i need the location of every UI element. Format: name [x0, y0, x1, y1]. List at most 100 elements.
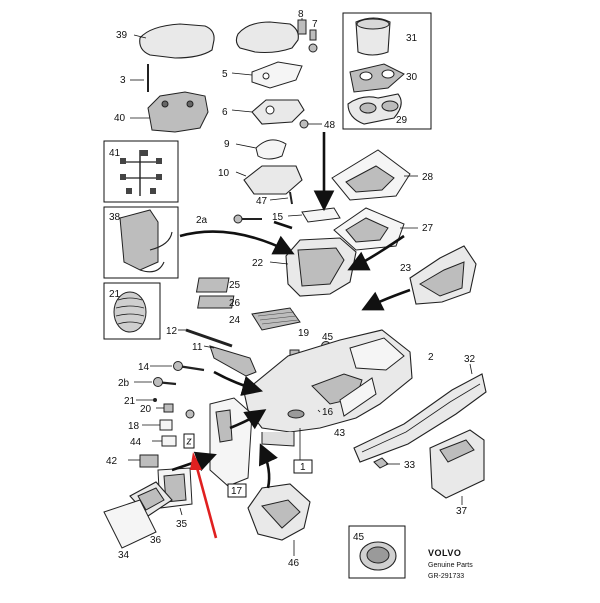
- pin-3: [130, 64, 149, 92]
- label-22: 22: [252, 258, 264, 269]
- label-27: 27: [422, 223, 434, 234]
- label-8: 8: [298, 9, 304, 20]
- label-17: 17: [231, 486, 243, 497]
- label-9: 9: [224, 139, 230, 150]
- label-47: 47: [256, 196, 268, 207]
- label-41: 41: [109, 148, 121, 159]
- trim-28: [331, 149, 418, 201]
- holder-46: [247, 483, 311, 556]
- label-31: 31: [406, 33, 418, 44]
- label-15: 15: [272, 212, 284, 223]
- screw-2b: [134, 377, 177, 387]
- detail-box-21: [103, 282, 161, 340]
- clip-7: [308, 29, 318, 53]
- plate-5: [231, 61, 303, 89]
- detail-box-45: [348, 525, 406, 579]
- label-12: 12: [166, 326, 178, 337]
- brand-footer: VOLVO Genuine Parts GR-291733: [428, 548, 473, 580]
- clip-44: [152, 435, 177, 447]
- label-36: 36: [150, 535, 162, 546]
- label-35: 35: [176, 519, 188, 530]
- bracket-6: [231, 99, 305, 125]
- label-21-box: 21: [109, 289, 121, 300]
- detail-box-cupholder: [342, 12, 432, 130]
- detail-box-41: [103, 140, 179, 203]
- label-33: 33: [404, 460, 416, 471]
- label-48: 48: [324, 120, 336, 131]
- label-2a: 2a: [196, 215, 208, 226]
- label-44: 44: [130, 437, 142, 448]
- brand-subtitle: Genuine Parts: [428, 562, 473, 569]
- trim-27: [333, 207, 418, 251]
- rod-12: [178, 328, 233, 348]
- label-2b: 2b: [118, 378, 130, 389]
- label-2: 2: [428, 352, 434, 363]
- bearing-9: [235, 139, 287, 160]
- part-labels: 39 3 40 8 7 5 6 48 9 10 47 41 38 21 2a 1…: [106, 9, 476, 569]
- lid-top: [235, 21, 299, 54]
- label-32: 32: [464, 354, 476, 365]
- label-23: 23: [400, 263, 412, 274]
- mat-24: [251, 307, 301, 331]
- hinge-mechanism-40: [130, 91, 209, 133]
- label-34: 34: [118, 550, 130, 561]
- bolt-47: [269, 191, 293, 205]
- label-39: 39: [116, 30, 128, 41]
- label-11: 11: [192, 342, 203, 353]
- tray-22: [269, 237, 357, 297]
- armrest-lid-39: [133, 23, 215, 59]
- label-45-box: 45: [353, 532, 365, 543]
- label-25: 25: [229, 280, 241, 291]
- label-7: 7: [312, 19, 318, 30]
- mat-26: [197, 295, 235, 309]
- cover-34: [103, 499, 157, 549]
- label-45-main: 45: [322, 332, 334, 343]
- label-14: 14: [138, 362, 150, 373]
- label-28: 28: [422, 172, 434, 183]
- pad-15: [287, 207, 341, 223]
- grommet-45b: [185, 409, 195, 419]
- screw-14: [150, 361, 205, 372]
- label-46: 46: [288, 558, 300, 569]
- label-29: 29: [396, 115, 408, 126]
- label-6: 6: [222, 107, 228, 118]
- label-38: 38: [109, 212, 121, 223]
- assembly-arrows: [171, 132, 411, 489]
- diagram-code: GR-291733: [428, 573, 464, 580]
- label-16: 16: [322, 407, 334, 418]
- label-19: 19: [298, 328, 310, 339]
- label-18: 18: [128, 421, 140, 432]
- label-20: 20: [140, 404, 152, 415]
- bracket-37: [429, 429, 485, 505]
- label-3: 3: [120, 75, 126, 86]
- red-pointer-arrow: [190, 452, 218, 539]
- clip-33: [373, 457, 400, 469]
- label-10: 10: [218, 168, 230, 179]
- mat-25: [195, 277, 230, 293]
- base-plate-10: [235, 165, 303, 195]
- latch-8: [297, 18, 307, 35]
- pin-11: [203, 345, 257, 377]
- detail-box-38: [103, 206, 179, 279]
- screw-21: [136, 398, 157, 402]
- mount-43: [339, 377, 377, 417]
- clip-42: [128, 454, 159, 468]
- label-1: 1: [300, 462, 306, 473]
- brand-name: VOLVO: [428, 548, 461, 558]
- label-5: 5: [222, 69, 228, 80]
- label-40: 40: [114, 113, 126, 124]
- side-trim-32: [353, 363, 487, 463]
- clip-18: [142, 419, 173, 431]
- label-43: 43: [334, 428, 346, 439]
- highlighted-clip: [183, 433, 195, 449]
- label-30: 30: [406, 72, 418, 83]
- label-42: 42: [106, 456, 118, 467]
- label-37: 37: [456, 506, 468, 517]
- label-21: 21: [124, 396, 136, 407]
- clip-20: [156, 403, 174, 413]
- label-26: 26: [229, 298, 241, 309]
- screw-48: [299, 119, 322, 129]
- side-panel-23: [409, 245, 477, 305]
- label-24: 24: [229, 315, 241, 326]
